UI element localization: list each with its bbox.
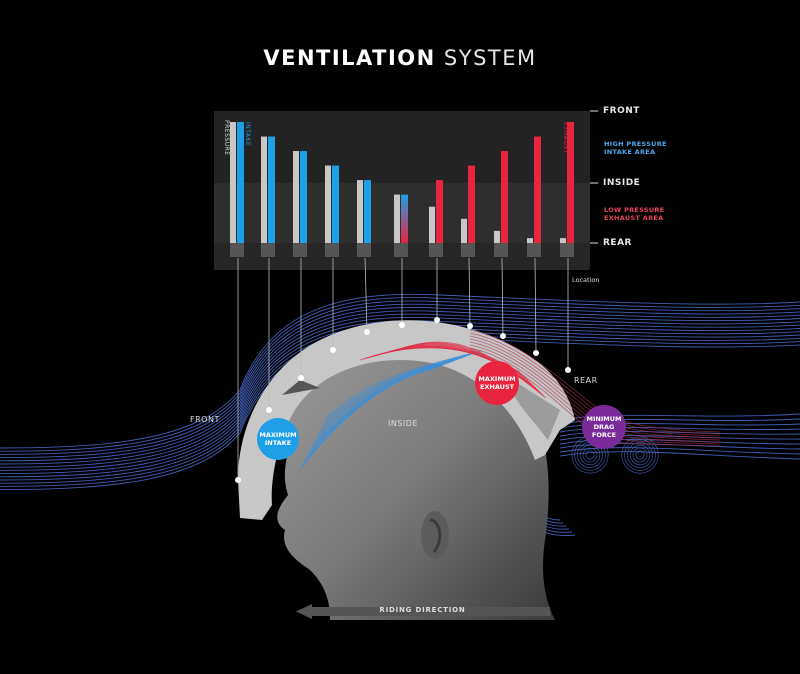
bar-exhaust — [468, 165, 475, 243]
bar-pressure — [230, 122, 236, 243]
location-dot — [330, 347, 336, 353]
location-dot — [533, 350, 539, 356]
ear-shape — [421, 511, 449, 559]
bar-pressure — [429, 206, 435, 243]
location-dot — [434, 317, 440, 323]
bar-pressure — [394, 194, 400, 243]
bar-pressure — [325, 165, 331, 243]
bar-intake — [237, 122, 244, 243]
bar-base — [293, 243, 307, 257]
bar-base — [560, 243, 574, 257]
location-dot — [364, 329, 370, 335]
bar-exhaust — [436, 180, 443, 243]
riding-arrow-bar — [310, 607, 550, 616]
location-label: Location — [572, 276, 600, 284]
location-dot — [500, 333, 506, 339]
bar-intake — [332, 165, 339, 243]
bar-pressure — [494, 230, 500, 243]
front-label: FRONT — [190, 415, 220, 424]
bar-base — [325, 243, 339, 257]
bar-group — [230, 122, 574, 257]
location-dot — [235, 477, 241, 483]
axis-rear-label: REAR — [603, 238, 632, 248]
bar-pressure — [461, 218, 467, 243]
bar-exhaust — [534, 136, 541, 243]
bar-base — [394, 243, 408, 257]
bar-intake — [364, 180, 371, 243]
bar-label-intake: INTAKE — [244, 122, 251, 147]
bar-label-pressure: PRESSURE — [223, 120, 230, 156]
bar-intake — [268, 136, 275, 243]
bar-intake — [300, 151, 307, 243]
bar-base — [527, 243, 541, 257]
bar-label-exhaust: EXHAUST — [562, 122, 569, 154]
bar-base — [461, 243, 475, 257]
rear-label: REAR — [574, 376, 598, 385]
location-dot — [298, 375, 304, 381]
axis-inside-label: INSIDE — [603, 178, 641, 188]
riding-direction-label: RIDING DIRECTION — [379, 606, 466, 614]
bar-base — [494, 243, 508, 257]
bar-exhaust — [567, 122, 574, 243]
page-title: VENTILATION SYSTEM — [263, 46, 537, 70]
bar-pressure — [560, 238, 566, 243]
location-dot — [399, 322, 405, 328]
bar-exhaust — [501, 151, 508, 243]
bar-transition — [401, 194, 408, 243]
bar-pressure — [357, 180, 363, 243]
riding-arrow-head — [296, 604, 312, 619]
location-dot — [467, 323, 473, 329]
bar-base — [261, 243, 275, 257]
bar-pressure — [293, 151, 299, 243]
bar-base — [357, 243, 371, 257]
axis-front-label: FRONT — [603, 106, 640, 116]
location-dot — [565, 367, 571, 373]
bar-base — [429, 243, 443, 257]
bar-pressure — [261, 136, 267, 243]
inside-label: INSIDE — [388, 419, 418, 428]
bar-base — [230, 243, 244, 257]
location-dot — [266, 407, 272, 413]
location-lines — [235, 257, 571, 483]
bar-pressure — [527, 238, 533, 243]
